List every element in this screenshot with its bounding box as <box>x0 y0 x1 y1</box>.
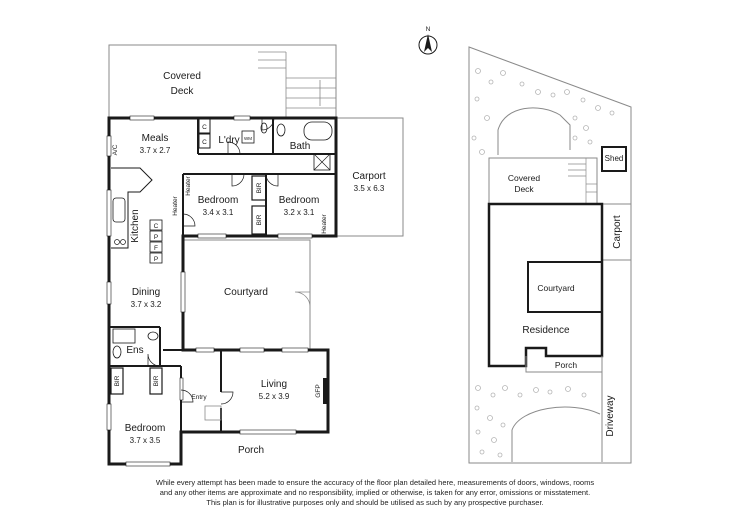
label-site-residence: Residence <box>522 325 570 336</box>
kitchen-pantry-f <box>149 241 163 253</box>
label-ac: A/C <box>112 144 119 155</box>
label-bir-3: BIR <box>114 375 121 386</box>
label-bir-2: BIR <box>256 214 263 225</box>
label-living: Living <box>261 379 287 390</box>
label-bedroom-main: Bedroom <box>125 423 166 434</box>
label-site-porch: Porch <box>555 360 577 370</box>
tree-icons <box>471 68 615 458</box>
garden-path-front <box>511 406 601 462</box>
north-arrow-icon <box>418 34 438 55</box>
label-covered-deck-2: Deck <box>171 86 195 97</box>
label-living-dims: 5.2 x 3.9 <box>259 392 290 401</box>
label-site-driveway: Driveway <box>605 395 616 436</box>
label-bir-4: BIR <box>153 375 160 386</box>
label-heater-2: Heater <box>172 195 179 215</box>
label-entry: Entry <box>191 394 207 401</box>
label-bath: Bath <box>290 141 311 152</box>
covered-deck-outline <box>108 44 337 119</box>
kitchen-sink <box>112 197 126 223</box>
bath-tub <box>303 121 333 141</box>
site-porch <box>525 356 603 373</box>
disclaimer-line-2: and any other items are approximate and … <box>159 488 591 497</box>
disclaimer-line-3: This plan is for illustrative purposes o… <box>206 498 544 507</box>
plan-drawing: Covered Deck Meals 3.7 x 2.7 L'dry Bath … <box>106 26 632 467</box>
label-covered-deck: Covered <box>163 71 201 82</box>
property-boundary <box>468 46 632 464</box>
label-laundry: L'dry <box>218 135 239 146</box>
label-site-courtyard: Courtyard <box>537 283 575 293</box>
interior-walls <box>109 118 336 432</box>
shower-box <box>313 153 331 171</box>
label-wm: WM <box>244 136 252 141</box>
bath-basin <box>276 123 286 137</box>
label-meals: Meals <box>142 133 169 144</box>
gas-fireplace <box>323 378 328 404</box>
label-north: N <box>426 26 431 33</box>
label-site-covered-deck: Covered <box>508 173 540 183</box>
label-gfp: GFP <box>315 384 322 397</box>
label-pantry-c: C <box>154 223 159 230</box>
label-bedroom-main-dims: 3.7 x 3.5 <box>130 436 161 445</box>
label-heater-1: Heater <box>185 175 192 195</box>
label-carport-dims: 3.5 x 6.3 <box>354 184 385 193</box>
label-dining: Dining <box>132 287 160 298</box>
label-pantry-p1: P <box>154 234 158 241</box>
label-bedroom-left: Bedroom <box>198 195 239 206</box>
label-site-carport: Carport <box>612 215 623 249</box>
entry-step <box>204 405 222 421</box>
label-heater-3: Heater <box>321 213 328 233</box>
site-courtyard <box>527 261 603 313</box>
label-meals-dims: 3.7 x 2.7 <box>140 146 171 155</box>
label-porch: Porch <box>238 445 264 456</box>
bir-main-left <box>110 367 124 395</box>
label-bedroom-right: Bedroom <box>279 195 320 206</box>
windows <box>106 115 313 467</box>
label-bedroom-left-dims: 3.4 x 3.1 <box>203 208 234 217</box>
label-site-covered-deck-2: Deck <box>514 184 534 194</box>
label-bir-1: BIR <box>256 182 263 193</box>
door-swings <box>147 117 279 405</box>
disclaimer: While every attempt has been made to ens… <box>0 478 750 508</box>
ensuite-basin <box>147 331 159 341</box>
label-pantry-f: F <box>154 245 158 252</box>
label-c-2: C <box>202 139 207 146</box>
washing-machine-box <box>241 130 255 144</box>
label-courtyard: Courtyard <box>224 287 268 298</box>
label-bedroom-right-dims: 3.2 x 3.1 <box>284 208 315 217</box>
laundry-cupboard-2 <box>198 133 211 149</box>
garden-path-rear <box>497 107 571 155</box>
label-carport: Carport <box>352 171 386 182</box>
label-shed: Shed <box>605 154 624 163</box>
bir-bedroom-right <box>251 205 267 235</box>
kitchen-pantry-p2 <box>149 252 163 264</box>
label-kitchen: Kitchen <box>130 209 141 242</box>
bir-main-right <box>149 367 163 395</box>
kitchen-pantry-p1 <box>149 230 163 242</box>
laundry-trough <box>260 122 268 134</box>
bir-bedroom-left <box>251 175 267 201</box>
kitchen-pantry-c <box>149 219 163 231</box>
label-c-1: C <box>202 124 207 131</box>
floor-plan: Covered Deck Meals 3.7 x 2.7 L'dry Bath … <box>106 44 404 467</box>
stove-icon <box>114 239 126 245</box>
courtyard-door-arc <box>294 291 311 308</box>
label-dining-dims: 3.7 x 3.2 <box>131 300 162 309</box>
label-pantry-p2: P <box>154 256 158 263</box>
deck-steps <box>258 51 336 118</box>
site-plan: N Shed Covered Deck Carport Courtyard Re… <box>418 26 632 464</box>
ensuite-shower <box>112 328 136 344</box>
kitchen-counter <box>111 167 153 249</box>
site-covered-deck <box>488 157 598 205</box>
courtyard-outline <box>183 239 311 350</box>
disclaimer-line-1: While every attempt has been made to ens… <box>155 478 595 487</box>
label-ensuite: Ens <box>126 345 143 356</box>
laundry-cupboard-1 <box>198 118 211 134</box>
site-residence <box>487 202 604 368</box>
ensuite-toilet <box>112 345 122 359</box>
shed-box <box>601 146 627 172</box>
shower-x2 <box>313 153 331 171</box>
site-deck-steps <box>568 158 597 204</box>
floor-plan-labels: Covered Deck Meals 3.7 x 2.7 L'dry Bath … <box>112 71 386 456</box>
